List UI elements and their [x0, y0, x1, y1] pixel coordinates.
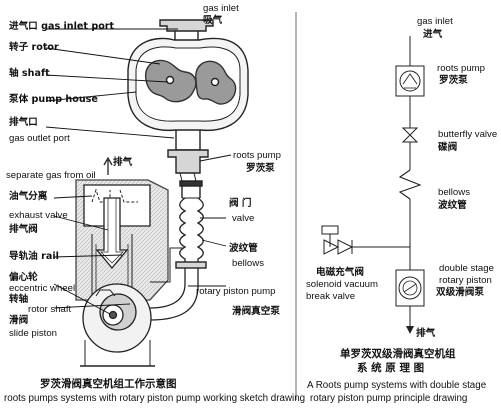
right-caption-cn-1: 单罗茨双级滑阀真空机组 — [340, 348, 456, 360]
rotary-piston-pump-cn-label: 滑阀真空泵 — [232, 306, 280, 317]
right-caption-cn-2: 系 统 原 理 图 — [357, 362, 425, 374]
bellows-cn-label: 波纹管 — [229, 243, 258, 254]
valve-label: valve — [232, 213, 255, 224]
gas-outlet-label: gas outlet port — [9, 133, 70, 144]
right-bellows-label: bellows — [438, 187, 470, 198]
double-stage-label-1: double stage — [439, 263, 494, 274]
butterfly-valve-cn-label: 碟阀 — [438, 142, 458, 153]
right-roots-pump-label: roots pump — [437, 63, 485, 74]
right-caption-en-2: rotary piston pump principle drawing — [310, 393, 468, 404]
guide-rail-label: 导轨油 rail — [9, 251, 59, 262]
butterfly-valve-label: butterfly valve — [438, 129, 498, 140]
pump-house-label: 泵体 pump house — [9, 94, 98, 105]
rotary-piston-pump-label: rotary piston pump — [196, 286, 276, 297]
double-stage-label-2: rotary piston — [439, 275, 492, 286]
rotary-piston-pump-drawing — [75, 156, 184, 367]
gas-inlet-label: gas inlet — [203, 3, 239, 14]
gas-outlet-cn-label: 排气口 — [9, 117, 38, 128]
right-roots-pump-cn-label: 罗茨泵 — [439, 75, 468, 86]
roots-pump-drawing — [127, 19, 249, 321]
rotation-cn-label: 转轴 — [9, 294, 29, 305]
inlet-port-label: 进气口 gas inlet port — [9, 21, 115, 32]
double-stage-cn-label: 双级滑阀泵 — [436, 287, 484, 298]
gas-inlet-cn-label: 吸气 — [203, 15, 223, 26]
rotor-label: 转子 rotor — [9, 42, 59, 53]
oil-separation-label: 油气分离 — [9, 191, 48, 202]
slide-piston-label: slide piston — [9, 328, 57, 339]
left-caption-cn: 罗茨滑阀真空机组工作示意图 — [40, 378, 177, 390]
slide-cn-label: 滑阀 — [9, 315, 29, 326]
right-schematic — [321, 36, 425, 334]
roots-pump-cn-label: 罗茨泵 — [246, 163, 275, 174]
right-bellows-cn-label: 波纹管 — [438, 200, 467, 211]
separate-gas-label: separate gas from oil — [6, 170, 96, 181]
eccentric-wheel-label: eccentric wheel — [9, 283, 76, 294]
left-caption-en: roots pumps systems with rotary piston p… — [4, 393, 306, 404]
exhaust-valve-cn-label: 排气阀 — [9, 224, 38, 235]
right-gas-inlet-label: gas inlet — [417, 16, 453, 27]
shaft-label: 轴 shaft — [9, 68, 50, 79]
right-gas-inlet-cn-label: 进气 — [423, 29, 443, 40]
solenoid-valve-label-1: solenoid vacuum — [306, 279, 378, 290]
eccentric-cn-label: 偏心轮 — [9, 272, 38, 283]
rotor-shaft-label: rotor shaft — [28, 304, 72, 315]
right-exhaust-label: 排气 — [416, 328, 436, 339]
solenoid-valve-label-2: break valve — [306, 291, 356, 302]
solenoid-valve-cn-label: 电磁充气阀 — [316, 267, 364, 278]
exhaust-top-label: 排气 — [113, 157, 133, 168]
left-leader-lines — [45, 28, 232, 315]
bellows-label: bellows — [232, 258, 264, 269]
exhaust-valve-label: exhaust valve — [9, 210, 68, 221]
roots-pump-label: roots pump — [233, 150, 281, 161]
right-caption-en-1: A Roots pump systems with double stage — [307, 380, 487, 391]
valve-cn-label: 阀 门 — [229, 198, 252, 209]
